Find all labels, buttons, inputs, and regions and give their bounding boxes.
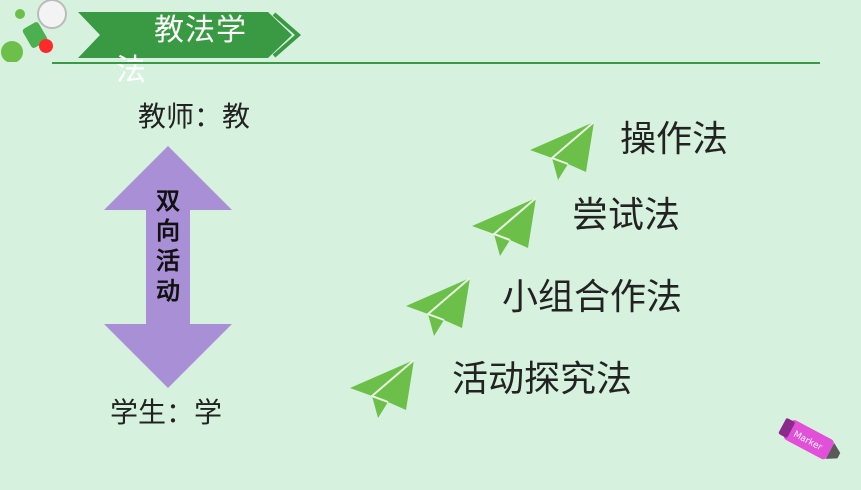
marker-pen-icon: Marker — [778, 418, 841, 460]
method-operation: 操作法 — [620, 119, 729, 160]
method-activity-inquiry: 活动探究法 — [452, 359, 633, 400]
arrow-char: 双 — [156, 187, 180, 215]
student-label: 学生：学 — [110, 396, 223, 429]
paper-plane-icon — [406, 277, 471, 336]
method-group-work: 小组合作法 — [502, 277, 683, 318]
paper-plane-icon — [472, 197, 537, 256]
header-divider — [52, 62, 820, 64]
arrow-caption: 双 向 活 动 — [150, 186, 186, 306]
page-title-overflow: 法 — [116, 53, 146, 88]
arrow-char: 活 — [156, 247, 180, 275]
page-title: 教法学 — [154, 13, 247, 48]
paper-plane-icon — [530, 121, 595, 180]
teacher-label: 教师：教 — [138, 100, 251, 133]
double-arrow-icon — [104, 146, 232, 388]
corner-ornament — [1, 0, 67, 62]
arrow-char: 向 — [156, 217, 180, 245]
arrow-char: 动 — [156, 277, 180, 305]
green-ball-icon — [1, 41, 23, 62]
method-trial: 尝试法 — [572, 195, 681, 236]
magnifier-icon — [37, 0, 67, 29]
paper-plane-icon — [350, 359, 415, 418]
title-banner — [78, 12, 302, 58]
